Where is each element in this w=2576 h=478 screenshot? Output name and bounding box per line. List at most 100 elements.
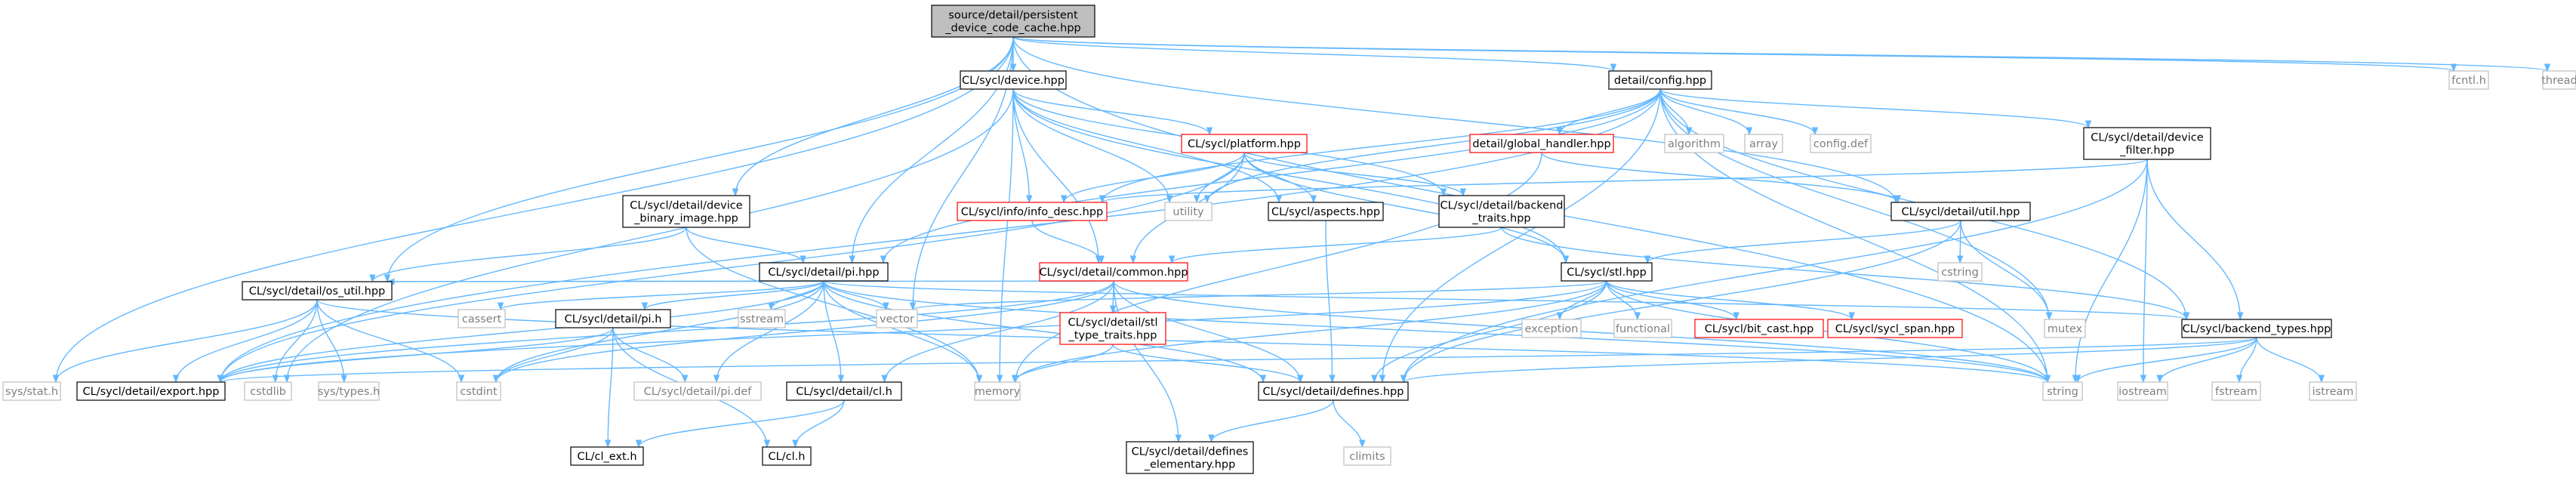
node-box: [1469, 134, 1614, 153]
node-box: [1039, 262, 1188, 282]
node-algorithm[interactable]: algorithm: [1664, 134, 1724, 153]
arrowhead-config-to-pi: [880, 255, 887, 264]
node-clh-detail[interactable]: CL/sycl/detail/cl.h: [786, 381, 902, 401]
arrowhead-root-to-os_util: [384, 274, 391, 283]
node-mutex[interactable]: mutex: [2044, 319, 2086, 338]
node-fstream[interactable]: fstream: [2211, 381, 2261, 401]
node-platform[interactable]: CL/sycl/platform.hpp: [1181, 134, 1308, 153]
edge-root-to-os_util: [387, 36, 1014, 282]
node-box: [1561, 262, 1653, 282]
edge-stl-to-bit_cast: [1606, 280, 1737, 320]
node-backend-traits[interactable]: CL/sycl/detail/backend_traits.hpp: [1438, 195, 1565, 228]
edge-common-to-export: [220, 280, 1114, 383]
edge-config-to-string: [1659, 88, 2048, 383]
node-label: iostream: [2118, 386, 2167, 398]
edge-clh_detail-to-cl_ext: [638, 399, 845, 448]
node-istream[interactable]: istream: [2309, 381, 2357, 401]
node-export[interactable]: CL/sycl/detail/export.hpp: [76, 381, 226, 401]
node-thread[interactable]: thread: [2541, 70, 2576, 90]
edge-backend_types-to-istream: [2256, 337, 2322, 383]
node-device-filter[interactable]: CL/sycl/detail/device_filter.hpp: [2083, 127, 2211, 160]
node-array[interactable]: array: [1744, 134, 1783, 153]
node-label: detail/global_handler.hpp: [1472, 138, 1610, 150]
arrowhead-device-to-aspects: [1275, 195, 1283, 204]
node-label: CL/cl_ext.h: [577, 451, 636, 463]
node-string[interactable]: string: [2042, 381, 2083, 401]
node-pidef[interactable]: CL/sycl/detail/pi.def: [633, 381, 762, 401]
node-functional[interactable]: functional: [1613, 319, 1672, 338]
node-memory[interactable]: memory: [974, 381, 1021, 401]
node-cstring[interactable]: cstring: [1937, 262, 1983, 282]
node-device-binary-image[interactable]: CL/sycl/detail/device_binary_image.hpp: [622, 195, 750, 228]
edge-global_handler-to-memory: [1015, 152, 1542, 383]
arrowhead-stl_type_traits-to-memory: [1011, 375, 1018, 384]
node-os-util[interactable]: CL/sycl/detail/os_util.hpp: [242, 281, 393, 301]
node-common[interactable]: CL/sycl/detail/common.hpp: [1039, 262, 1188, 282]
node-config[interactable]: detail/config.hpp: [1608, 70, 1712, 90]
node-pi[interactable]: CL/sycl/detail/pi.hpp: [759, 262, 889, 282]
node-label: CL/sycl/detail/defines.hpp: [1263, 386, 1404, 398]
node-device[interactable]: CL/sycl/device.hpp: [960, 70, 1067, 90]
edge-stl-to-vector: [912, 280, 1607, 310]
node-clh[interactable]: CL/cl.h: [762, 446, 812, 466]
arrowhead-pi-to-memory: [975, 375, 983, 384]
node-cassert[interactable]: cassert: [458, 309, 506, 328]
node-iostream[interactable]: iostream: [2117, 381, 2168, 401]
node-stl[interactable]: CL/sycl/stl.hpp: [1561, 262, 1653, 282]
arrowhead-backend_types-to-istream: [2318, 375, 2325, 384]
node-box: [318, 381, 380, 401]
node-box: [1827, 319, 1963, 338]
node-label: climits: [1349, 451, 1385, 463]
node-sstream[interactable]: sstream: [738, 309, 786, 328]
edge-root-to-fcntl: [1012, 36, 2454, 72]
edge-pih-to-export: [220, 327, 614, 383]
edge-config-to-info_desc: [1102, 88, 1661, 203]
node-global-handler[interactable]: detail/global_handler.hpp: [1469, 134, 1614, 153]
node-sysstat[interactable]: sys/stat.h: [2, 381, 61, 401]
arrowhead-common-to-defines_elementary: [1175, 434, 1182, 443]
node-utility[interactable]: utility: [1164, 202, 1213, 221]
node-label: _type_traits.hpp: [1068, 330, 1157, 342]
edge-device_filter-to-string: [2075, 159, 2148, 383]
node-pih[interactable]: CL/sycl/detail/pi.h: [555, 309, 671, 328]
node-systypes[interactable]: sys/types.h: [318, 381, 380, 401]
arrowhead-common-to-stl_type_traits: [1109, 305, 1117, 314]
node-cl-ext[interactable]: CL/cl_ext.h: [570, 446, 644, 466]
edge-device_binary_image-to-memory: [686, 227, 980, 383]
nodes-layer: source/detail/persistent_device_code_cac…: [2, 5, 2576, 474]
edge-pi-to-export: [220, 280, 824, 383]
node-box: [555, 309, 671, 328]
node-fcntl[interactable]: fcntl.h: [2448, 70, 2489, 90]
node-cstdint[interactable]: cstdint: [456, 381, 501, 401]
edge-pi-to-string: [823, 280, 2048, 383]
node-util[interactable]: CL/sycl/detail/util.hpp: [1890, 202, 2031, 221]
node-bit-cast[interactable]: CL/sycl/bit_cast.hpp: [1694, 319, 1824, 338]
node-vector[interactable]: vector: [876, 309, 918, 328]
arrowhead-root-to-pi: [849, 255, 855, 264]
edge-pih-to-pidef: [612, 327, 686, 383]
node-label: CL/sycl/detail/common.hpp: [1039, 267, 1188, 279]
node-cstdlib[interactable]: cstdlib: [244, 381, 292, 401]
node-box: [1258, 381, 1409, 401]
edge-global_handler-to-util: [1541, 152, 1899, 203]
node-stl-type-traits[interactable]: CL/sycl/detail/stl_type_traits.hpp: [1059, 312, 1166, 345]
edge-device-to-cstdlib: [286, 88, 1014, 383]
node-label: _binary_image.hpp: [633, 213, 738, 225]
node-defines[interactable]: CL/sycl/detail/defines.hpp: [1258, 381, 1409, 401]
node-label: CL/sycl/detail/util.hpp: [1902, 206, 2020, 218]
node-box: [456, 381, 501, 401]
node-label: mutex: [2048, 323, 2083, 335]
node-label: CL/sycl/detail/os_util.hpp: [249, 285, 386, 298]
node-configdef[interactable]: config.def: [1810, 134, 1872, 153]
arrowhead-pi-to-sstream: [768, 302, 775, 311]
node-defines-elementary[interactable]: CL/sycl/detail/defines_elementary.hpp: [1126, 441, 1254, 474]
node-climits[interactable]: climits: [1343, 446, 1391, 466]
arrowhead-backend_traits-to-common: [1168, 255, 1176, 264]
arrowhead-pih-to-cl_ext: [604, 439, 612, 449]
node-exception[interactable]: exception: [1521, 319, 1582, 338]
node-aspects[interactable]: CL/sycl/aspects.hpp: [1268, 202, 1384, 221]
edge-platform-to-backend_traits: [1243, 152, 1464, 196]
node-backend-types[interactable]: CL/sycl/backend_types.hpp: [2181, 319, 2332, 338]
node-info-desc[interactable]: CL/sycl/info/info_desc.hpp: [957, 202, 1108, 221]
node-sycl-span[interactable]: CL/sycl/sycl_span.hpp: [1827, 319, 1963, 338]
